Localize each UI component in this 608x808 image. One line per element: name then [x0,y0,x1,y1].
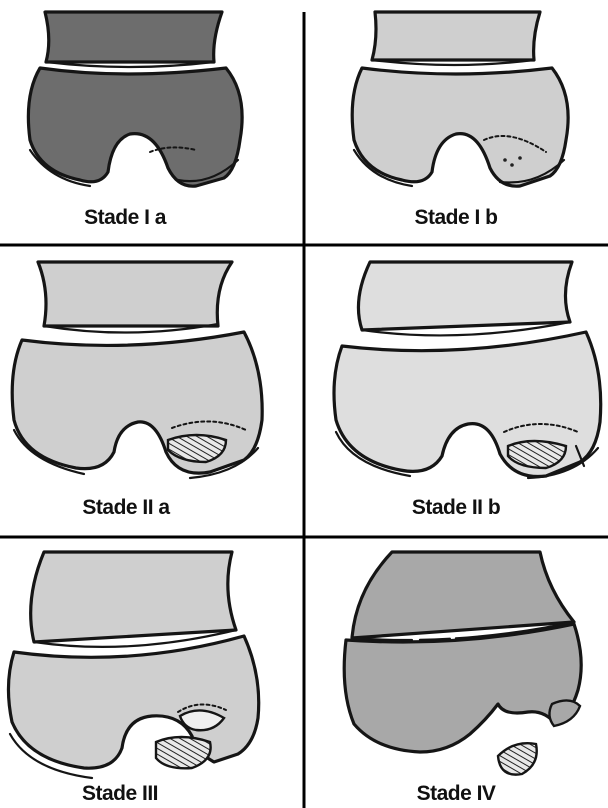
femur-drawing [8,552,258,778]
panel-label: Stade IV [417,782,496,805]
panel-stage-1a: Stade I a [28,12,242,229]
panel-stage-1b: Stade I b [352,12,568,229]
panel-label: Stade II b [412,496,500,519]
femur-drawing [352,12,568,186]
panel-stage-4: Stade IV [344,552,581,805]
panel-label: Stade II a [82,496,170,519]
panel-stage-2b: Stade II b [334,262,601,519]
femur-drawing [344,552,581,775]
panel-stage-2a: Stade II a [12,262,262,519]
panel-stage-3: Stade III [8,552,258,805]
femur-drawing [28,12,242,186]
femur-drawing [12,262,262,478]
panel-label: Stade I a [84,206,167,229]
panel-label: Stade I b [414,206,497,229]
femur-drawing [334,262,601,478]
panel-label: Stade III [82,782,158,805]
